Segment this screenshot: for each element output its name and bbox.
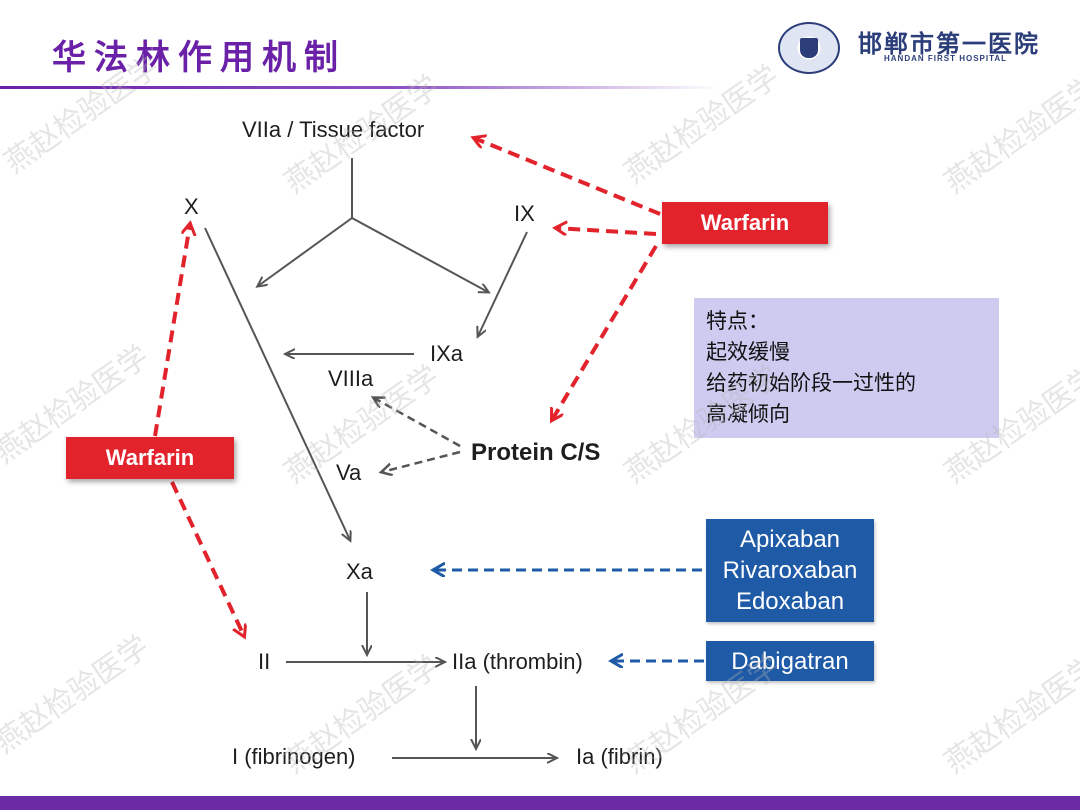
node-va: Va [336, 460, 362, 485]
node-ii: II [258, 649, 271, 674]
tf-branch-left-arrow [258, 217, 353, 286]
slide-title: 华法林作用机制 [52, 38, 346, 78]
title-underline [0, 86, 720, 89]
node-protein-cs: Protein C/S [471, 439, 601, 466]
hospital-seal-icon [778, 22, 840, 74]
drug-dabigatran: Dabigatran [731, 647, 849, 675]
warfarin-box-left: Warfarin [66, 437, 234, 479]
node-viia-tissue-factor: VIIa / Tissue factor [242, 117, 425, 142]
drug-apixaban: Apixaban [739, 526, 841, 553]
ix-to-ixa-arrow [478, 231, 528, 336]
hospital-name-en: HANDAN FIRST HOSPITAL [884, 54, 1008, 63]
footer-bar [0, 796, 1080, 810]
warfarin-to-ii-arrow [170, 481, 244, 636]
node-x: X [184, 194, 199, 219]
note-line: 给药初始阶段一过性的 [706, 371, 916, 395]
xa-inhibitors-box: Apixaban Rivaroxaban Edoxaban [706, 519, 874, 622]
protein-to-viiia-arrow [374, 398, 461, 448]
drug-rivaroxaban: Rivaroxaban [722, 557, 858, 584]
x-to-xa-arrow [204, 227, 350, 540]
drug-edoxaban: Edoxaban [735, 588, 845, 615]
hospital-name-cn: 邯郸市第一医院 [858, 29, 1040, 58]
warfarin-box-right: Warfarin [662, 202, 828, 244]
node-viiia: VIIIa [328, 366, 374, 391]
hospital-logo: 邯郸市第一医院 HANDAN FIRST HOSPITAL [778, 18, 1058, 78]
node-iia-thrombin: IIa (thrombin) [452, 649, 583, 674]
features-note: 特点： 起效缓慢 给药初始阶段一过性的 高凝倾向 [694, 298, 999, 438]
warfarin-to-ix-arrow [556, 228, 657, 236]
note-line: 高凝倾向 [706, 402, 790, 426]
note-heading: 特点： [706, 309, 769, 333]
node-ia-fibrin: Ia (fibrin) [576, 744, 663, 769]
note-line: 起效缓慢 [706, 340, 790, 364]
node-ixa: IXa [430, 341, 464, 366]
thrombin-inhibitor-box: Dabigatran [706, 641, 874, 681]
warfarin-to-x-arrow [153, 224, 190, 437]
tf-branch-right-arrow [351, 217, 488, 292]
node-i-fibrinogen: I (fibrinogen) [232, 744, 356, 769]
protein-to-va-arrow [382, 450, 461, 472]
warfarin-to-protein-arrow [552, 244, 658, 420]
node-ix: IX [514, 201, 535, 226]
node-xa: Xa [346, 559, 373, 584]
warfarin-to-viia-arrow [474, 138, 661, 216]
